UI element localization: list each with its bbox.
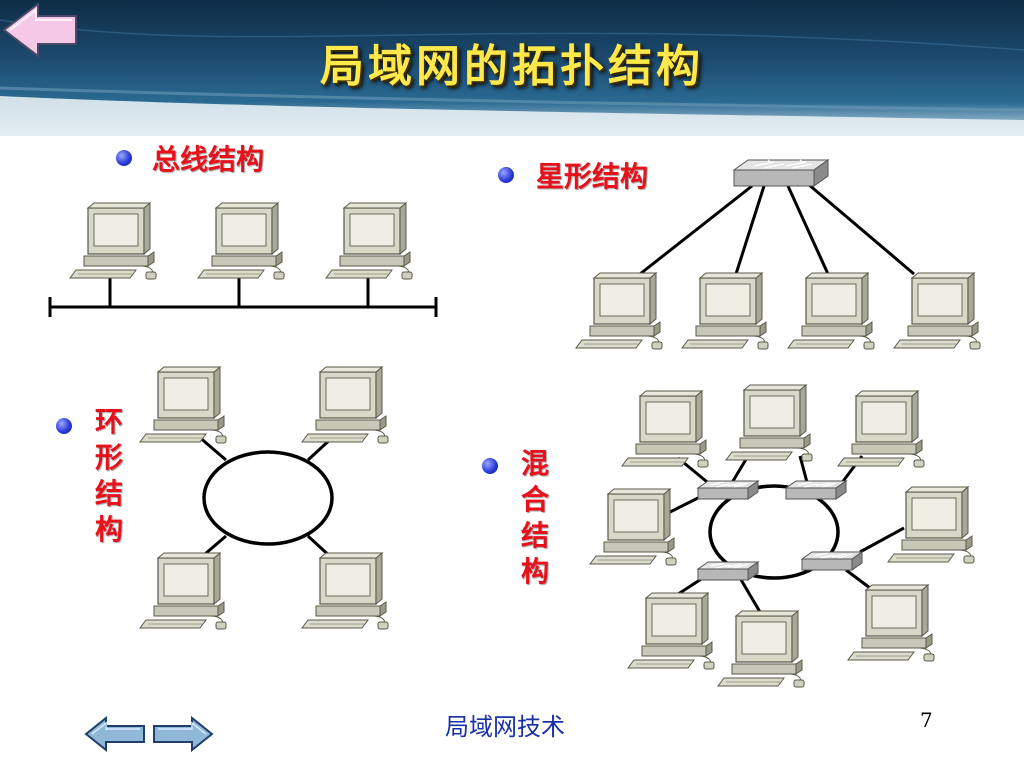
hybrid-diagram: [589, 384, 975, 688]
computer-icon: [837, 390, 925, 468]
computer-icon: [725, 384, 813, 462]
computer-icon: [69, 202, 157, 280]
computer-icon: [621, 390, 709, 468]
computer-icon: [681, 272, 769, 350]
computer-icon: [887, 486, 975, 564]
hybrid-label: 混合结构: [520, 447, 549, 588]
computer-icon: [301, 552, 389, 630]
computer-icon: [627, 592, 715, 670]
prev-arrow-icon[interactable]: [84, 716, 148, 752]
back-arrow-icon[interactable]: [0, 0, 80, 60]
star-diagram: [575, 159, 981, 350]
page-number: 7: [920, 708, 933, 732]
star-bullet: [498, 167, 514, 183]
computer-icon: [139, 552, 227, 630]
computer-icon: [589, 488, 677, 566]
computer-icon: [717, 610, 805, 688]
computer-icon: [197, 202, 285, 280]
star-label: 星形结构: [536, 160, 649, 193]
ring-diagram: [139, 366, 389, 630]
footer-text: 局域网技术: [445, 713, 565, 741]
ring-label: 环形结构: [94, 405, 123, 546]
switch-icon: [785, 480, 847, 500]
header-decoration: [0, 19, 1024, 136]
page-title: 局域网的拓扑结构: [320, 41, 704, 92]
hybrid-bullet: [482, 458, 498, 474]
switch-icon: [697, 561, 759, 581]
computer-icon: [325, 202, 413, 280]
bus-bullet: [116, 150, 132, 166]
bus-diagram: [48, 202, 438, 317]
computer-icon: [847, 584, 935, 662]
bus-label: 总线结构: [152, 143, 265, 176]
computer-icon: [787, 272, 875, 350]
switch-icon: [733, 159, 829, 187]
computer-icon: [575, 272, 663, 350]
header-banner: 局域网的拓扑结构: [0, 0, 1024, 136]
switch-icon: [697, 480, 759, 500]
computer-icon: [301, 366, 389, 444]
computer-icon: [893, 272, 981, 350]
switch-icon: [801, 551, 863, 571]
ring-bullet: [56, 418, 72, 434]
computer-icon: [139, 366, 227, 444]
next-arrow-icon[interactable]: [150, 716, 214, 752]
